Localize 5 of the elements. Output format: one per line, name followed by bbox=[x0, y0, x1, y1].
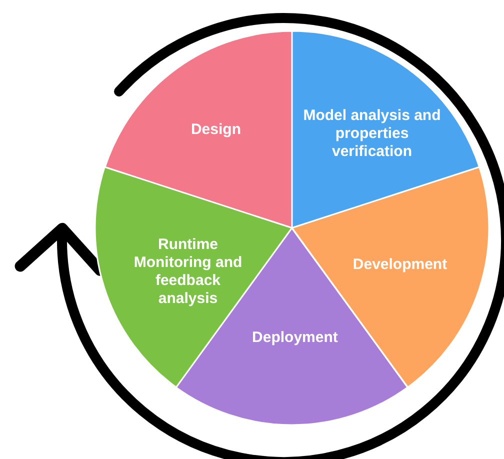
stage-label: Deployment bbox=[251, 329, 339, 347]
stage-label: Model analysis and properties verification bbox=[302, 107, 442, 161]
stage-label: Development bbox=[352, 256, 448, 274]
stage-label: Design bbox=[190, 121, 242, 139]
stage-label: Runtime Monitoring and feedback analysis bbox=[132, 236, 244, 308]
